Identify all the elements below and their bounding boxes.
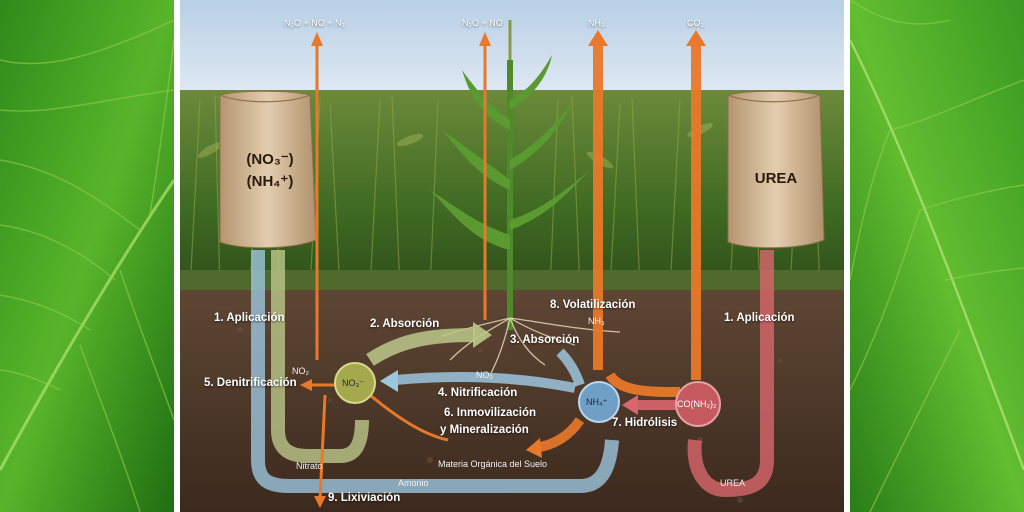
- right-leaf-image: [850, 0, 1024, 512]
- materia-organica-label: Materia Orgánica del Suelo: [438, 459, 548, 469]
- step-9: 9. Lixiviación: [328, 492, 401, 504]
- step-7: 7. Hidrólisis: [612, 417, 678, 429]
- urea-flow: [687, 250, 774, 498]
- absorption-2-arrow: [366, 328, 476, 366]
- amonio-label: Amonio: [398, 478, 429, 488]
- field-scene: N₂O + NO + N₂ N₂O + NO NH₃ CO₂ (NO₃⁻) (N…: [180, 0, 844, 512]
- bag-left-line1: (NO₃⁻): [246, 151, 294, 168]
- urea-node: [675, 381, 721, 427]
- gas-label-co2: CO₂: [687, 18, 704, 28]
- step-1-left: 1. Aplicación: [214, 312, 285, 324]
- fertilizer-bag-right: [727, 90, 825, 249]
- bag-left-line2: (NH₄⁺): [246, 173, 294, 190]
- step-2: 2. Absorción: [370, 318, 440, 330]
- no2-label-left: NO₂: [292, 366, 309, 376]
- gas-arrows: [315, 42, 487, 360]
- no2-label-mid: NO₂: [476, 370, 493, 380]
- gas-label-left: N₂O + NO + N₂: [284, 18, 346, 28]
- urea-flow-label: UREA: [720, 478, 746, 488]
- nitrato-label: Nitrato: [296, 461, 323, 471]
- no3-label: NO₃⁻: [342, 378, 364, 388]
- absorption-3-arrow: [556, 348, 585, 387]
- nh4-node: [578, 381, 620, 423]
- nh4-label: NH₄⁺: [586, 397, 608, 407]
- bag-right-label: UREA: [754, 170, 798, 187]
- blue-flow: [251, 250, 619, 493]
- step-8: 8. Volatilización: [550, 299, 636, 311]
- step-4: 4. Nitrificación: [438, 387, 518, 399]
- step-6-line1: 6. Inmovilización: [444, 407, 537, 419]
- step-1-right: 1. Aplicación: [724, 312, 795, 324]
- fertilizer-bag-left: [219, 90, 317, 249]
- urea-node-label: CO(NH₂)₂: [677, 399, 717, 409]
- scene-drawing: [180, 0, 844, 512]
- nh3-soil-label: NH₃: [588, 316, 605, 326]
- left-leaf-image: [0, 0, 174, 512]
- step-5: 5. Denitrificación: [204, 377, 297, 389]
- step-6-line2: y Mineralización: [440, 424, 529, 436]
- gas-label-nh3: NH₃: [588, 18, 605, 28]
- nitrification-arrow: [394, 371, 576, 393]
- gas-label-center: N₂O + NO: [462, 18, 503, 28]
- no3-node: [334, 362, 376, 404]
- step-3: 3. Absorción: [510, 334, 580, 346]
